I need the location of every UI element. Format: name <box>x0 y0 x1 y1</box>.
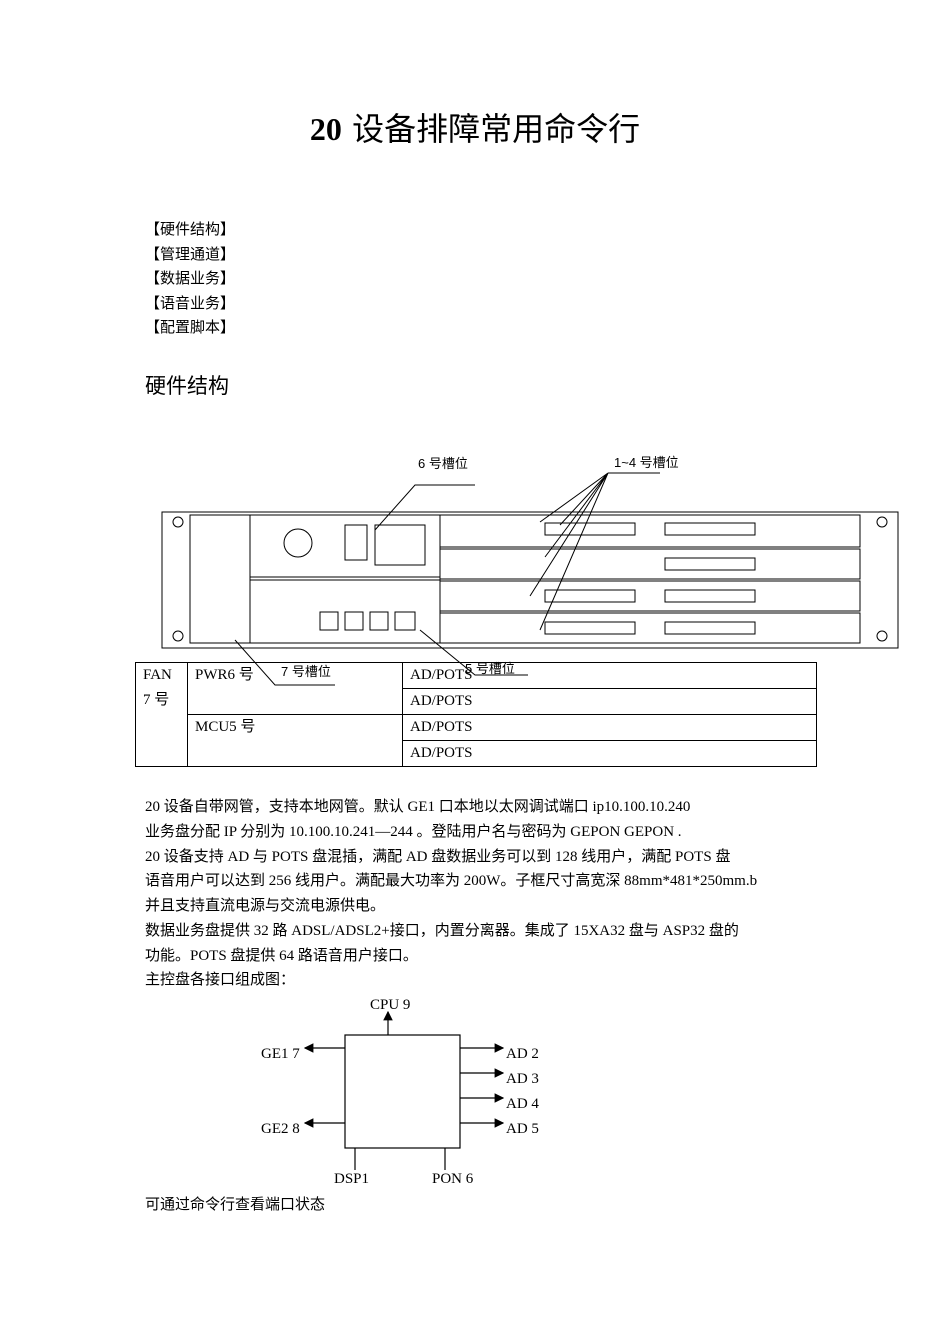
section-heading: 硬件结构 <box>145 374 229 398</box>
paragraph-line: 并且支持直流电源与交流电源供电。 <box>145 898 386 914</box>
toc-link-voice[interactable]: 【语音业务】 <box>145 294 236 312</box>
toc-link-data[interactable]: 【数据业务】 <box>145 269 236 287</box>
toc-link-hardware[interactable]: 【硬件结构】 <box>145 220 236 238</box>
toc-link-management[interactable]: 【管理通道】 <box>145 245 236 263</box>
page-title: 20 设备排障常用命令行 <box>309 110 641 148</box>
ad2-label: AD 2 <box>506 1046 539 1062</box>
paragraph-line: 20 设备支持 AD 与 POTS 盘混插，满配 AD 盘数据业务可以到 128… <box>145 849 731 865</box>
dsp-label: DSP1 <box>334 1171 369 1187</box>
mcu-interface-diagram: CPU 9 GE1 7 GE2 8 AD 2 AD 3 AD 4 AD 5 DS… <box>261 997 539 1187</box>
table-cell: AD/POTS <box>402 688 817 715</box>
table-cell: AD/POTS <box>402 714 817 741</box>
paragraph-line: 数据业务盘提供 32 路 ADSL/ADSL2+接口，内置分离器。集成了 15X… <box>145 923 739 939</box>
device-front-panel-figure: 6 号槽位 1~4 号槽位 7 号槽位 5 号槽位 <box>161 455 899 686</box>
ge2-label: GE2 8 <box>261 1121 300 1137</box>
slot1-4-label: 1~4 号槽位 <box>614 455 679 470</box>
paragraph-line: 业务盘分配 IP 分别为 10.100.10.241—244 。登陆用户名与密码… <box>145 824 682 840</box>
ad4-label: AD 4 <box>506 1096 539 1112</box>
paragraph-line: 语音用户可以达到 256 线用户。满配最大功率为 200W。子框尺寸高宽深 88… <box>145 873 758 889</box>
ad5-label: AD 5 <box>506 1121 539 1137</box>
ad3-label: AD 3 <box>506 1071 539 1087</box>
paragraph-line: 功能。POTS 盘提供 64 路语音用户接口。 <box>145 948 418 964</box>
paragraph-line: 主控盘各接口组成图： <box>145 972 296 988</box>
toc-link-config[interactable]: 【配置脚本】 <box>145 318 236 336</box>
pon-label: PON 6 <box>432 1171 474 1187</box>
table-cell: AD/POTS <box>402 740 817 767</box>
table-cell: AD/POTS <box>402 662 817 689</box>
footer-line: 可通过命令行查看端口状态 <box>145 1197 326 1213</box>
pwr-cell: PWR6 号 <box>187 662 403 715</box>
cpu-label: CPU 9 <box>370 997 410 1013</box>
slot6-label: 6 号槽位 <box>418 456 468 471</box>
mcu-cell: MCU5 号 <box>187 714 403 767</box>
paragraph-line: 20 设备自带网管，支持本地网管。默认 GE1 口本地以太网调试端口 ip10.… <box>145 799 691 815</box>
ge1-label: GE1 7 <box>261 1046 300 1062</box>
